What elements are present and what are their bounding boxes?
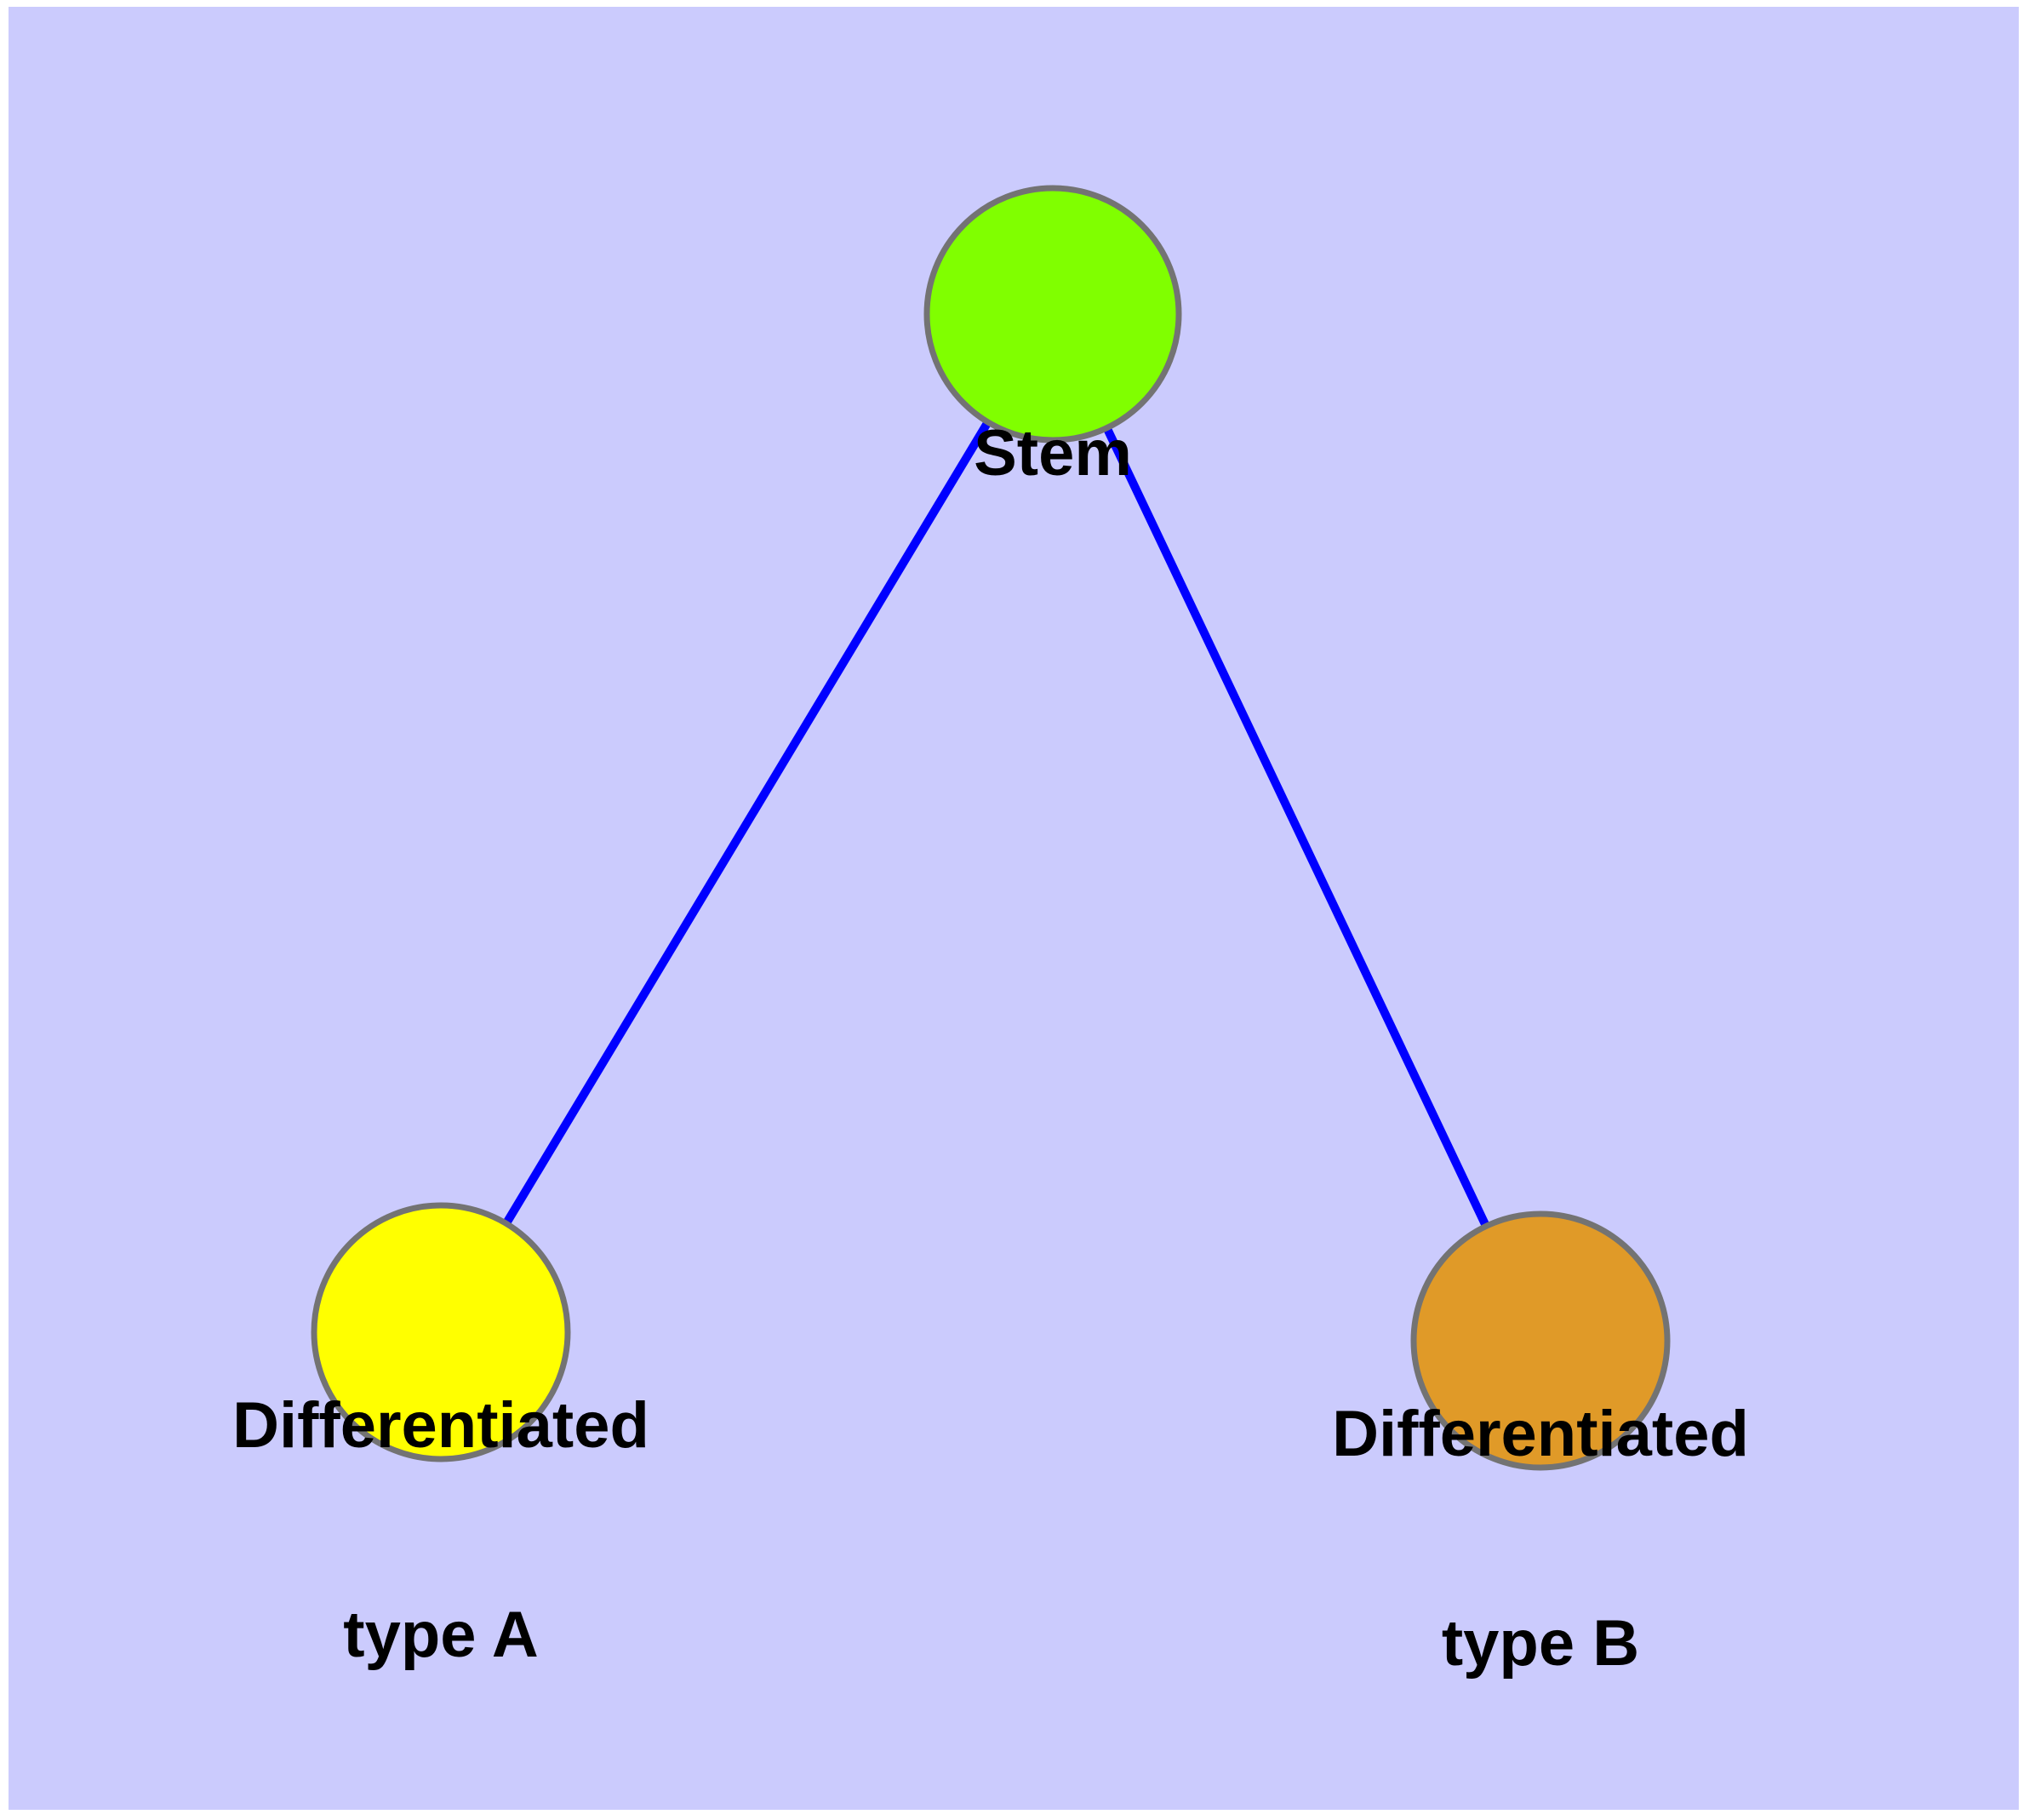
edge-stem-to-differentiated-type-a[interactable] (437, 312, 1057, 1335)
edge-stem-to-differentiated-type-b[interactable] (1049, 312, 1545, 1343)
node-differentiated-type-b[interactable] (1410, 1210, 1671, 1471)
node-layer (311, 185, 1671, 1471)
edge-layer (437, 312, 1545, 1343)
node-differentiated-type-a[interactable] (311, 1202, 571, 1462)
node-stem[interactable] (923, 185, 1182, 444)
